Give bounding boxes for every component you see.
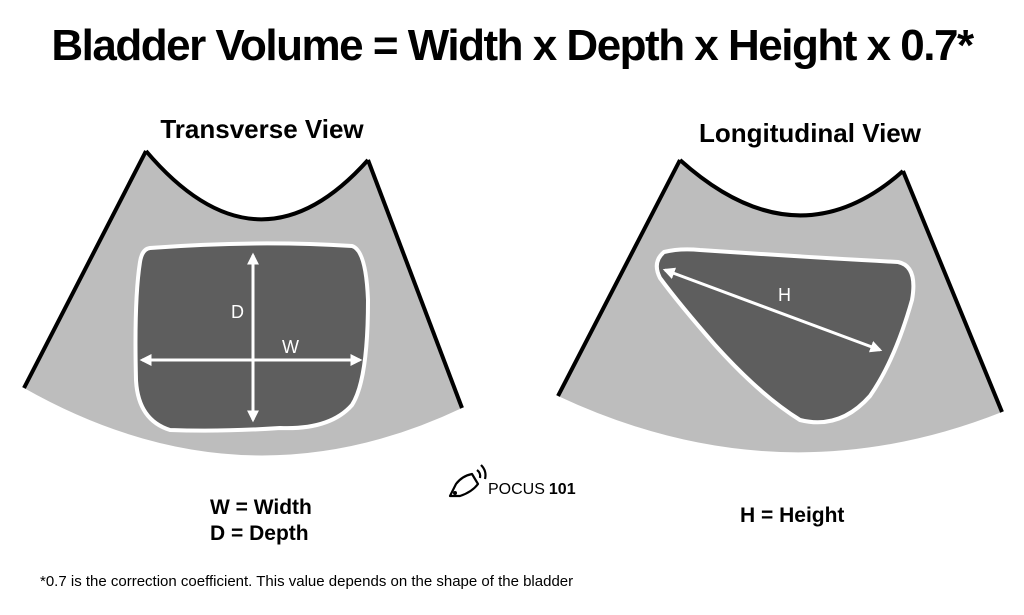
footnote: *0.7 is the correction coefficient. This… bbox=[40, 573, 574, 590]
width-marker: W bbox=[282, 337, 299, 357]
height-legend: H = Height bbox=[740, 504, 845, 527]
height-arrow bbox=[662, 267, 883, 353]
longitudinal-view-label: Longitudinal View bbox=[699, 118, 921, 148]
page-title: Bladder Volume = Width x Depth x Height … bbox=[51, 21, 974, 70]
logo-number: 101 bbox=[548, 481, 576, 498]
depth-marker: D bbox=[231, 302, 244, 322]
longitudinal-right-edge bbox=[901, 170, 1004, 413]
transverse-view-diagram: D W bbox=[22, 149, 464, 456]
longitudinal-view-diagram: H bbox=[556, 158, 1004, 453]
transverse-legend: W = Width D = Depth bbox=[210, 495, 312, 547]
longitudinal-legend: H = Height bbox=[740, 503, 844, 529]
longitudinal-left-edge bbox=[556, 159, 682, 397]
width-legend: W = Width bbox=[210, 496, 312, 519]
logo-name: POCUS bbox=[488, 481, 545, 498]
transverse-view-label: Transverse View bbox=[160, 114, 364, 144]
depth-legend: D = Depth bbox=[210, 522, 309, 545]
ultrasound-probe-icon bbox=[448, 464, 487, 498]
transverse-probe-edge bbox=[144, 149, 370, 222]
height-marker: H bbox=[778, 285, 791, 305]
transverse-right-edge bbox=[366, 159, 464, 409]
transverse-left-edge bbox=[22, 150, 148, 389]
longitudinal-probe-edge bbox=[678, 158, 905, 218]
